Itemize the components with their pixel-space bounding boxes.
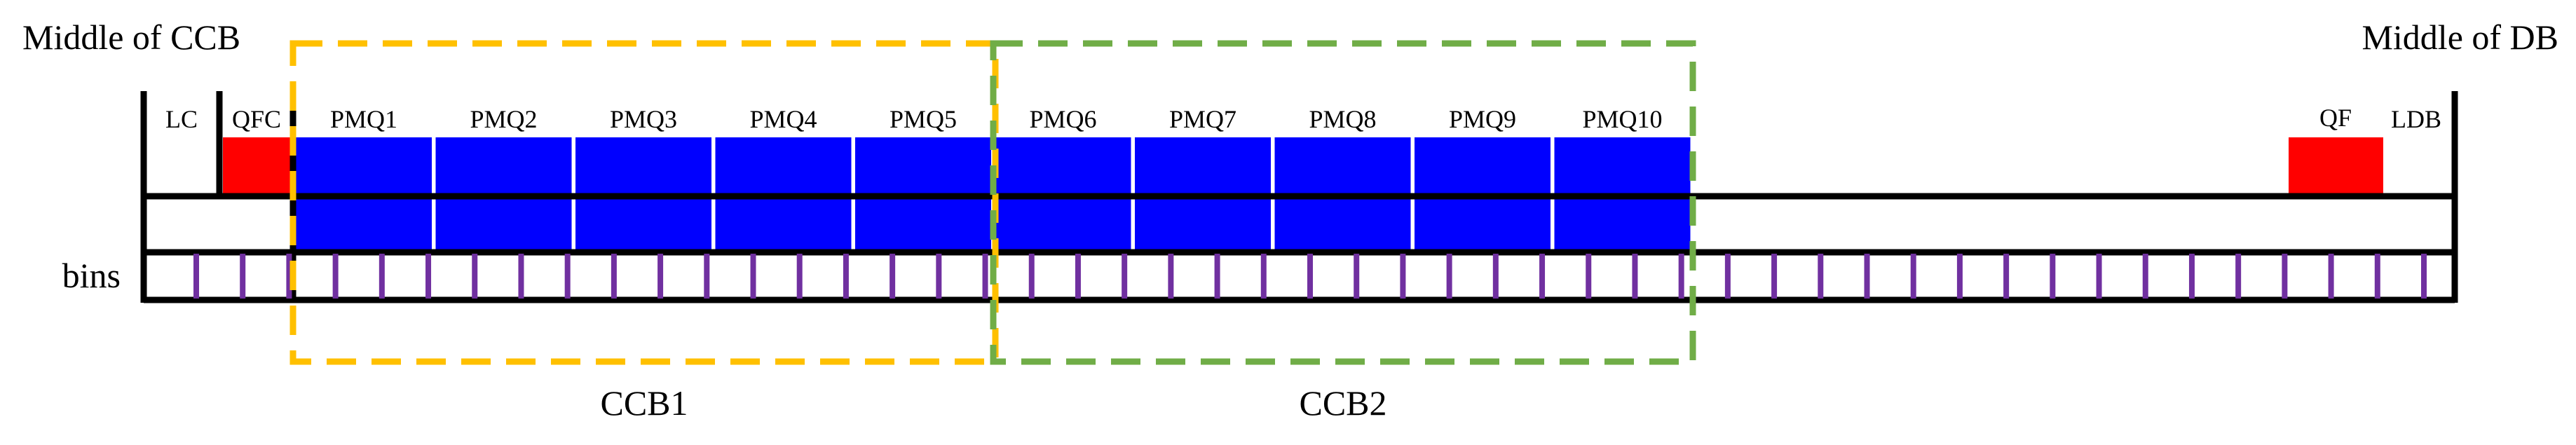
pmq-label-7: PMQ7	[1169, 105, 1236, 133]
middle-of-db-label: Middle of DB	[2362, 18, 2558, 57]
structure-lines	[140, 91, 2458, 303]
pmq-label-3: PMQ3	[610, 105, 677, 133]
pmq-label-1: PMQ1	[330, 105, 397, 133]
lc-label: LC	[165, 105, 198, 133]
pmq-label-8: PMQ8	[1309, 105, 1376, 133]
ccb2-label: CCB2	[1299, 383, 1386, 423]
ldb-label: LDB	[2391, 105, 2441, 133]
qfc-label: QFC	[232, 105, 281, 133]
pmq-label-6: PMQ6	[1029, 105, 1096, 133]
pmq-label-4: PMQ4	[749, 105, 817, 133]
bin-ticks	[193, 254, 2427, 299]
pmq-label-2: PMQ2	[470, 105, 537, 133]
ccb2-box	[990, 40, 1696, 365]
middle-of-ccb-label: Middle of CCB	[22, 18, 240, 57]
bins-label: bins	[62, 256, 121, 295]
pmq-label-9: PMQ9	[1449, 105, 1516, 133]
ccb1-box	[289, 40, 999, 365]
qf-label: QF	[2319, 104, 2352, 132]
qfc-block	[223, 137, 293, 195]
ccb1-label: CCB1	[600, 383, 688, 423]
pmq-label-10: PMQ10	[1582, 105, 1662, 133]
qf-block	[2289, 137, 2383, 195]
pmq-label-5: PMQ5	[890, 105, 957, 133]
pmq-labels: PMQ1 PMQ2 PMQ3 PMQ4 PMQ5 PMQ6 PMQ7 PMQ8 PMQ9 PMQ1…	[330, 105, 1663, 133]
